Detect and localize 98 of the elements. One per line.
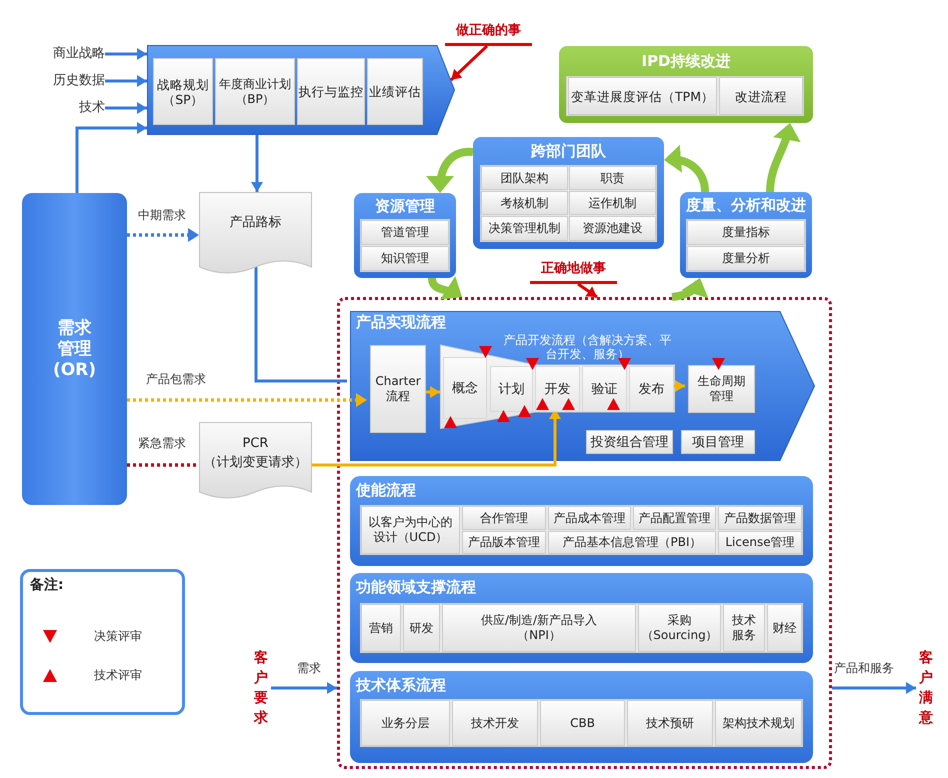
process-box: 投资组合管理 <box>586 430 673 454</box>
arrow <box>105 75 147 87</box>
process-box: 决策管理机制 <box>481 216 568 241</box>
arrow <box>251 135 263 192</box>
process-box: 知识管理 <box>361 246 449 271</box>
arrow <box>671 380 685 392</box>
process-box: 业务分层 <box>361 700 450 746</box>
process-box: 业绩评估 <box>367 58 423 125</box>
process-box: CBB <box>540 700 625 746</box>
process-box: 产品版本管理 <box>462 531 546 554</box>
arrow <box>76 122 147 193</box>
process-box: 产品配置管理 <box>633 506 716 530</box>
dotted-arrow <box>127 228 199 242</box>
group-panel <box>559 46 813 123</box>
input-label: 历史数据 <box>51 72 105 90</box>
process-box: 度量分析 <box>687 246 805 271</box>
process-box: 财经 <box>767 604 802 652</box>
process-box: Charter 流程 <box>370 345 426 433</box>
edge-label: 产品包需求 <box>144 371 208 387</box>
process-box: 采购（Sourcing） <box>638 604 721 652</box>
process-box: 架构技术规划 <box>715 700 802 746</box>
group-panel <box>350 573 813 663</box>
process-box: 资源池建设 <box>569 216 656 241</box>
process-box: 技术开发 <box>452 700 538 746</box>
input-label: 技术 <box>77 99 105 117</box>
process-box: 战略规划（SP） <box>153 58 213 125</box>
process-box: 以客户为中心的设计（UCD） <box>361 506 460 554</box>
line <box>254 267 347 382</box>
band-title: 产品实现流程 <box>356 313 446 332</box>
arrow <box>832 682 916 694</box>
arrow <box>423 386 440 398</box>
stage-box: 计划 <box>490 366 533 412</box>
process-box: 产品成本管理 <box>548 506 631 530</box>
panel-title: 资源管理 <box>375 196 435 217</box>
process-box: 合作管理 <box>462 506 546 530</box>
process-box: 研发 <box>403 604 440 652</box>
process-box: 生命周期管理 <box>688 365 755 413</box>
input-label: 商业战略 <box>51 45 105 63</box>
panel-title: IPD持续改进 <box>641 51 731 72</box>
process-box: 变革进展度评估（TPM） <box>568 77 717 115</box>
group-panel <box>350 476 813 566</box>
band-title: 使能流程 <box>356 480 416 501</box>
process-box: License管理 <box>718 531 802 554</box>
stage-box: 发布 <box>629 366 674 412</box>
band-title: 技术体系流程 <box>356 675 446 696</box>
process-box: 团队架构 <box>481 166 568 190</box>
dotted-line <box>127 463 199 467</box>
stage-box: 开发 <box>535 366 580 412</box>
dotted-frame <box>337 297 832 769</box>
stage-box: 概念 <box>443 357 487 419</box>
group-panel <box>354 193 456 278</box>
curved-arrow <box>766 123 800 192</box>
panel-title: 度量、分析和改进 <box>686 195 806 216</box>
panel-title: 跨部门团队 <box>531 141 606 162</box>
process-box: 执行与监控 <box>297 58 365 125</box>
curved-arrow <box>428 276 462 301</box>
process-box: 考核机制 <box>481 191 568 215</box>
process-box: 产品基本信息管理（PBI） <box>548 531 716 554</box>
process-box: 技术预研 <box>627 700 713 746</box>
arrow <box>105 102 147 114</box>
arrow <box>271 682 337 694</box>
process-box: 项目管理 <box>681 430 755 454</box>
chevron-band <box>350 311 815 461</box>
process-box: 职责 <box>569 166 656 190</box>
process-box: 营销 <box>361 604 401 652</box>
annotation-text: 客户要求 <box>251 648 271 728</box>
edge-label: 需求 <box>295 660 323 676</box>
edge-label: 产品和服务 <box>832 660 896 676</box>
process-box: 运作机制 <box>569 191 656 215</box>
curved-arrow <box>672 278 707 301</box>
process-box: 产品数据管理 <box>718 506 802 530</box>
process-box: 度量指标 <box>687 220 805 245</box>
process-box: 需求管理(OR) <box>22 193 127 505</box>
dotted-arrow <box>127 393 367 407</box>
arrow <box>577 282 598 298</box>
process-box: 技术服务 <box>723 604 765 652</box>
process-box: 管道管理 <box>361 220 449 245</box>
process-box: 年度商业计划（BP） <box>215 58 295 125</box>
annotation-text: 客户满意 <box>916 648 936 728</box>
annotation-text: 正确地做事 <box>530 258 617 284</box>
funnel-shape <box>440 333 675 429</box>
chevron-band <box>147 45 455 135</box>
stage-box: 验证 <box>582 366 627 412</box>
legend-text: 决策评审 <box>94 628 142 644</box>
edge-label: 紧急需求 <box>137 435 187 451</box>
note-heading: 备注: <box>30 576 64 594</box>
arrow <box>450 44 488 82</box>
group-panel <box>350 671 813 763</box>
arrow <box>105 48 147 60</box>
band-title: 功能领域支撑流程 <box>356 577 476 598</box>
process-box: 改进流程 <box>719 77 803 115</box>
edge-label: 中期需求 <box>137 207 187 223</box>
group-panel <box>473 137 664 249</box>
process-box: 供应/制造/新产品导入（NPI） <box>442 604 636 652</box>
legend-text: 技术评审 <box>94 667 142 683</box>
group-panel <box>680 192 812 278</box>
annotation-text: 做正确的事 <box>445 20 532 46</box>
arrow <box>312 409 561 466</box>
